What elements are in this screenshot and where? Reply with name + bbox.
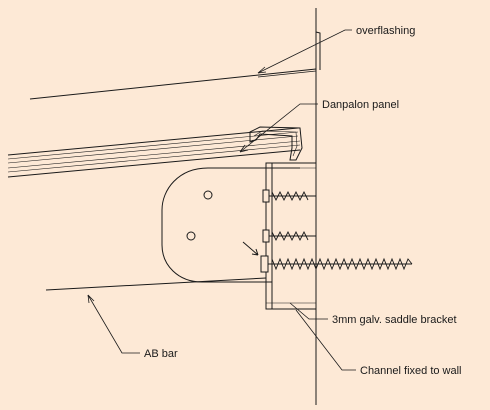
danpalon-panel xyxy=(7,127,301,178)
bracket-hole-upper xyxy=(203,190,213,200)
label-ab-bar: AB bar xyxy=(144,348,178,360)
overflashing-line xyxy=(29,68,317,100)
label-saddle-bracket: 3mm galv. saddle bracket xyxy=(332,314,457,326)
saddle-bracket-plate xyxy=(161,167,300,283)
label-danpalon-panel: Danpalon panel xyxy=(322,99,399,111)
bracket-arrow xyxy=(242,241,259,256)
label-overflashing: overflashing xyxy=(356,25,415,37)
fixing-screws xyxy=(260,189,413,273)
leader-lines xyxy=(87,29,356,371)
bracket-hole-lower xyxy=(186,231,196,241)
overflashing-flange xyxy=(315,31,321,70)
ab-bar-line xyxy=(45,277,267,291)
label-channel: Channel fixed to wall xyxy=(360,365,462,377)
overflashing-line-inner xyxy=(257,70,317,78)
